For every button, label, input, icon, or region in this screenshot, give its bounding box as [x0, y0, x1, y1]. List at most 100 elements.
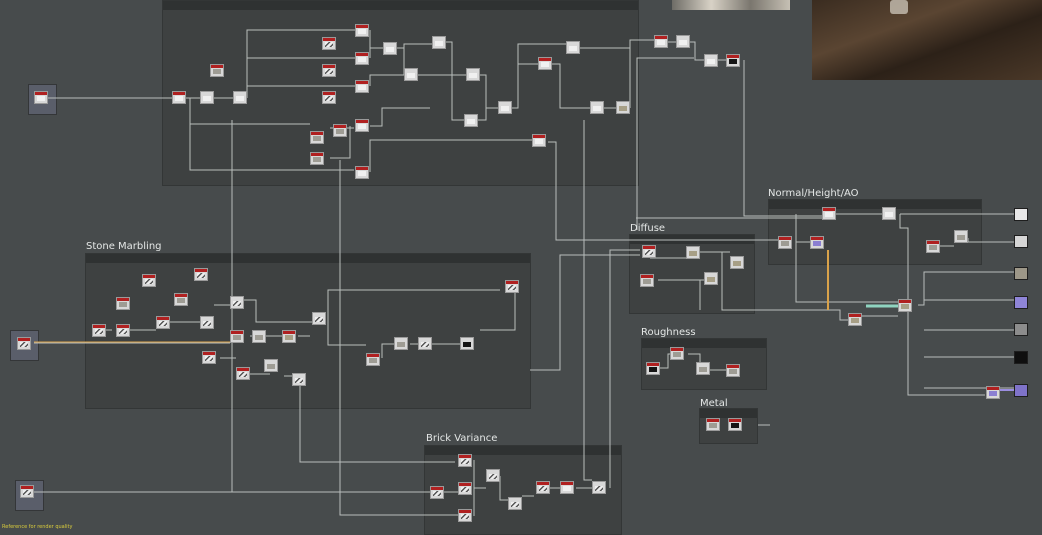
- graph-node[interactable]: [312, 312, 326, 325]
- graph-node[interactable]: [34, 91, 48, 104]
- graph-node[interactable]: [355, 166, 369, 179]
- graph-node[interactable]: [236, 367, 250, 380]
- output-swatch[interactable]: [1014, 235, 1028, 248]
- graph-node[interactable]: [508, 497, 522, 510]
- frame-brick-variance-titlebar[interactable]: [425, 446, 621, 455]
- frame-normal-height-ao[interactable]: [768, 199, 982, 265]
- graph-node[interactable]: [686, 246, 700, 259]
- graph-node[interactable]: [322, 91, 336, 104]
- graph-node[interactable]: [142, 274, 156, 287]
- graph-node[interactable]: [116, 324, 130, 337]
- graph-node[interactable]: [954, 230, 968, 243]
- graph-node[interactable]: [696, 362, 710, 375]
- graph-node[interactable]: [640, 274, 654, 287]
- graph-node[interactable]: [233, 91, 247, 104]
- graph-node[interactable]: [394, 337, 408, 350]
- graph-node[interactable]: [704, 272, 718, 285]
- graph-node[interactable]: [310, 152, 324, 165]
- graph-node[interactable]: [282, 330, 296, 343]
- graph-node[interactable]: [590, 101, 604, 114]
- graph-node[interactable]: [432, 36, 446, 49]
- graph-node[interactable]: [706, 418, 720, 431]
- graph-node[interactable]: [310, 131, 324, 144]
- graph-node[interactable]: [486, 469, 500, 482]
- graph-node[interactable]: [322, 37, 336, 50]
- graph-node[interactable]: [404, 68, 418, 81]
- graph-node[interactable]: [986, 386, 1000, 399]
- graph-node[interactable]: [848, 313, 862, 326]
- output-swatch[interactable]: [1014, 351, 1028, 364]
- graph-node[interactable]: [210, 64, 224, 77]
- graph-node[interactable]: [174, 293, 188, 306]
- output-swatch[interactable]: [1014, 384, 1028, 397]
- graph-node[interactable]: [466, 68, 480, 81]
- graph-node[interactable]: [92, 324, 106, 337]
- graph-node[interactable]: [726, 364, 740, 377]
- graph-node[interactable]: [810, 236, 824, 249]
- graph-node[interactable]: [642, 245, 656, 258]
- graph-node[interactable]: [292, 373, 306, 386]
- graph-node[interactable]: [676, 35, 690, 48]
- graph-node[interactable]: [560, 481, 574, 494]
- graph-node[interactable]: [458, 482, 472, 495]
- graph-node[interactable]: [116, 297, 130, 310]
- frame-normal-height-ao-titlebar[interactable]: [769, 200, 981, 209]
- graph-node[interactable]: [230, 296, 244, 309]
- frame-stone-marbling[interactable]: [85, 253, 531, 409]
- graph-node[interactable]: [366, 353, 380, 366]
- frame-metal-titlebar[interactable]: [700, 409, 757, 418]
- graph-node[interactable]: [926, 240, 940, 253]
- output-swatch[interactable]: [1014, 208, 1028, 221]
- output-swatch[interactable]: [1014, 267, 1028, 280]
- graph-node[interactable]: [355, 24, 369, 37]
- graph-node[interactable]: [200, 91, 214, 104]
- graph-node[interactable]: [670, 347, 684, 360]
- graph-node[interactable]: [704, 54, 718, 67]
- graph-node[interactable]: [778, 236, 792, 249]
- graph-node[interactable]: [882, 207, 896, 220]
- graph-node[interactable]: [464, 114, 478, 127]
- graph-node[interactable]: [202, 351, 216, 364]
- output-swatch[interactable]: [1014, 323, 1028, 336]
- graph-node[interactable]: [458, 454, 472, 467]
- graph-node[interactable]: [252, 330, 266, 343]
- graph-node[interactable]: [505, 280, 519, 293]
- graph-node[interactable]: [458, 509, 472, 522]
- graph-node[interactable]: [172, 91, 186, 104]
- graph-node[interactable]: [460, 337, 474, 350]
- graph-node[interactable]: [566, 41, 580, 54]
- graph-node[interactable]: [536, 481, 550, 494]
- graph-node[interactable]: [498, 101, 512, 114]
- graph-node[interactable]: [383, 42, 397, 55]
- graph-node[interactable]: [430, 486, 444, 499]
- graph-node[interactable]: [200, 316, 214, 329]
- graph-node[interactable]: [355, 119, 369, 132]
- output-swatch[interactable]: [1014, 296, 1028, 309]
- graph-node[interactable]: [264, 359, 278, 372]
- graph-node[interactable]: [822, 207, 836, 220]
- graph-node[interactable]: [194, 268, 208, 281]
- graph-node[interactable]: [355, 52, 369, 65]
- graph-node[interactable]: [20, 485, 34, 498]
- frame-stone-marbling-titlebar[interactable]: [86, 254, 530, 263]
- graph-node[interactable]: [532, 134, 546, 147]
- graph-node[interactable]: [726, 54, 740, 67]
- graph-node[interactable]: [322, 64, 336, 77]
- graph-node[interactable]: [230, 330, 244, 343]
- graph-node[interactable]: [17, 337, 31, 350]
- graph-node[interactable]: [646, 362, 660, 375]
- frame-top-titlebar[interactable]: [163, 1, 638, 10]
- graph-node[interactable]: [592, 481, 606, 494]
- graph-node[interactable]: [616, 101, 630, 114]
- frame-roughness-titlebar[interactable]: [642, 339, 766, 348]
- graph-node[interactable]: [418, 337, 432, 350]
- graph-node[interactable]: [898, 299, 912, 312]
- graph-node[interactable]: [538, 57, 552, 70]
- graph-node[interactable]: [355, 80, 369, 93]
- graph-node[interactable]: [333, 124, 347, 137]
- graph-node[interactable]: [654, 35, 668, 48]
- frame-brick-variance[interactable]: [424, 445, 622, 535]
- graph-node[interactable]: [730, 256, 744, 269]
- graph-node[interactable]: [156, 316, 170, 329]
